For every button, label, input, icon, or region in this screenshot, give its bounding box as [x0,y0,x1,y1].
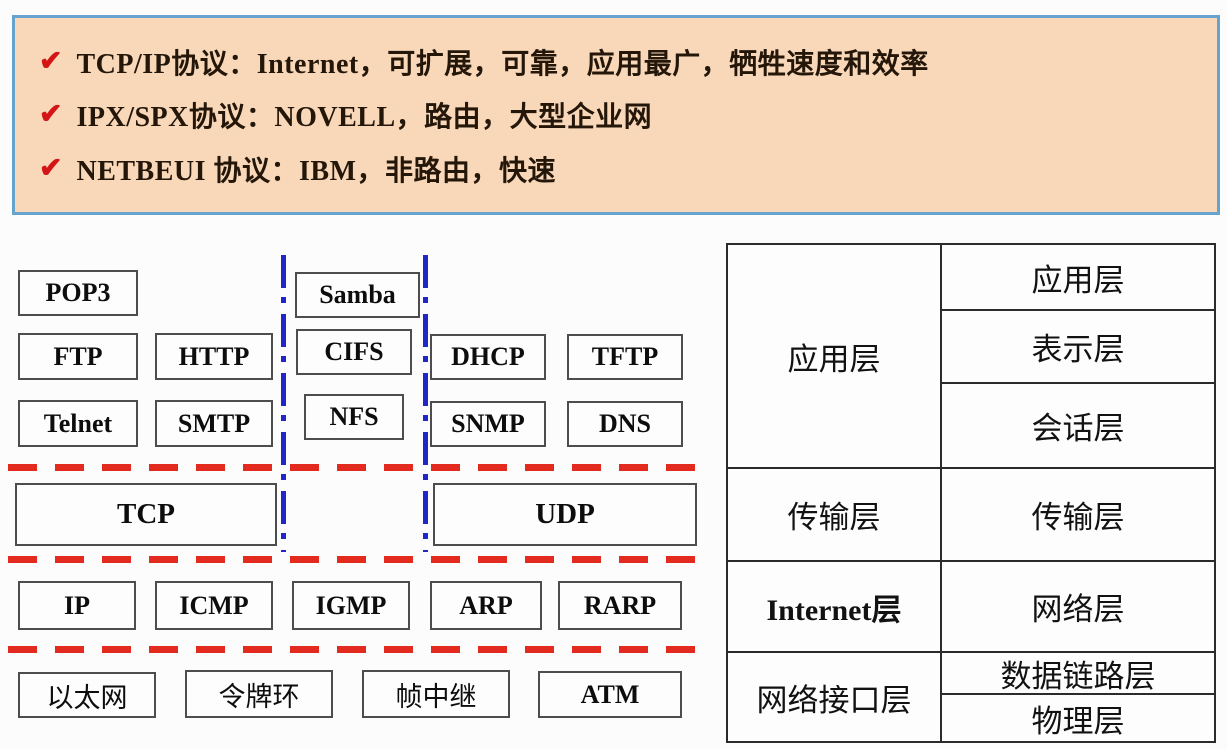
samba-group-divider-right [423,255,428,552]
check-icon: ✔ [39,99,63,130]
protocol-box-ethernet: 以太网 [18,672,156,718]
layer-model-table: 应用层 传输层 Internet层 网络接口层 应用层 表示层 会话层 传输层 … [726,243,1216,743]
samba-group-divider-left [281,255,286,552]
osi-layer-session: 会话层 [942,384,1214,469]
protocol-box-pop3: POP3 [18,270,138,316]
note-netbeui-text: NETBEUI 协议：IBM，非路由，快速 [76,155,557,187]
note-netbeui: ✔ NETBEUI 协议：IBM，非路由，快速 [39,149,1207,189]
osi-layer-data-link: 数据链路层 [942,653,1214,695]
protocol-box-tcp: TCP [15,483,277,546]
protocol-box-frame-relay: 帧中继 [362,670,510,718]
osi-layer-network: 网络层 [942,562,1214,653]
protocol-box-udp: UDP [433,483,697,546]
note-ipxspx: ✔ IPX/SPX协议：NOVELL，路由，大型企业网 [39,95,1207,135]
protocol-box-atm: ATM [538,671,682,718]
osi-layer-physical: 物理层 [1031,703,1125,739]
protocol-box-dns: DNS [567,401,683,447]
layer-divider-transport-internet [8,556,700,563]
protocol-box-smtp: SMTP [155,400,273,447]
osi-layer-transport: 传输层 [942,469,1214,562]
protocol-box-igmp: IGMP [292,581,410,630]
protocol-box-samba: Samba [295,272,420,318]
protocol-box-nfs: NFS [304,394,404,440]
layer-divider-internet-link [8,646,700,653]
tcpip-layer-transport: 传输层 [728,469,942,562]
osi-layer-application: 应用层 [942,245,1214,311]
note-ipxspx-text: IPX/SPX协议：NOVELL，路由，大型企业网 [76,102,653,133]
protocol-box-dhcp: DHCP [430,334,546,380]
note-tcpip: ✔ TCP/IP协议：Internet，可扩展，可靠，应用最广，牺牲速度和效率 [39,42,1207,82]
tcpip-layer-network-interface: 网络接口层 [728,653,942,741]
check-icon: ✔ [39,152,63,184]
layer-divider-app-transport [8,464,700,471]
protocol-box-cifs: CIFS [296,329,412,375]
protocol-box-arp: ARP [430,581,542,630]
protocol-box-icmp: ICMP [155,581,273,630]
tcpip-layer-internet: Internet层 [728,562,942,653]
protocol-box-ftp: FTP [18,333,138,380]
protocol-box-token-ring: 令牌环 [185,670,333,718]
protocol-box-http: HTTP [155,333,273,380]
protocol-box-tftp: TFTP [567,334,683,380]
osi-layer-presentation: 表示层 [942,311,1214,384]
protocol-box-rarp: RARP [558,581,682,630]
notes-panel: ✔ TCP/IP协议：Internet，可扩展，可靠，应用最广，牺牲速度和效率 … [12,15,1220,215]
protocol-box-ip: IP [18,581,136,630]
protocol-box-snmp: SNMP [430,401,546,447]
tcpip-layer-application: 应用层 [728,245,942,469]
protocol-box-telnet: Telnet [18,400,138,447]
note-tcpip-text: TCP/IP协议：Internet，可扩展，可靠，应用最广，牺牲速度和效率 [76,48,929,80]
check-icon: ✔ [39,45,63,77]
